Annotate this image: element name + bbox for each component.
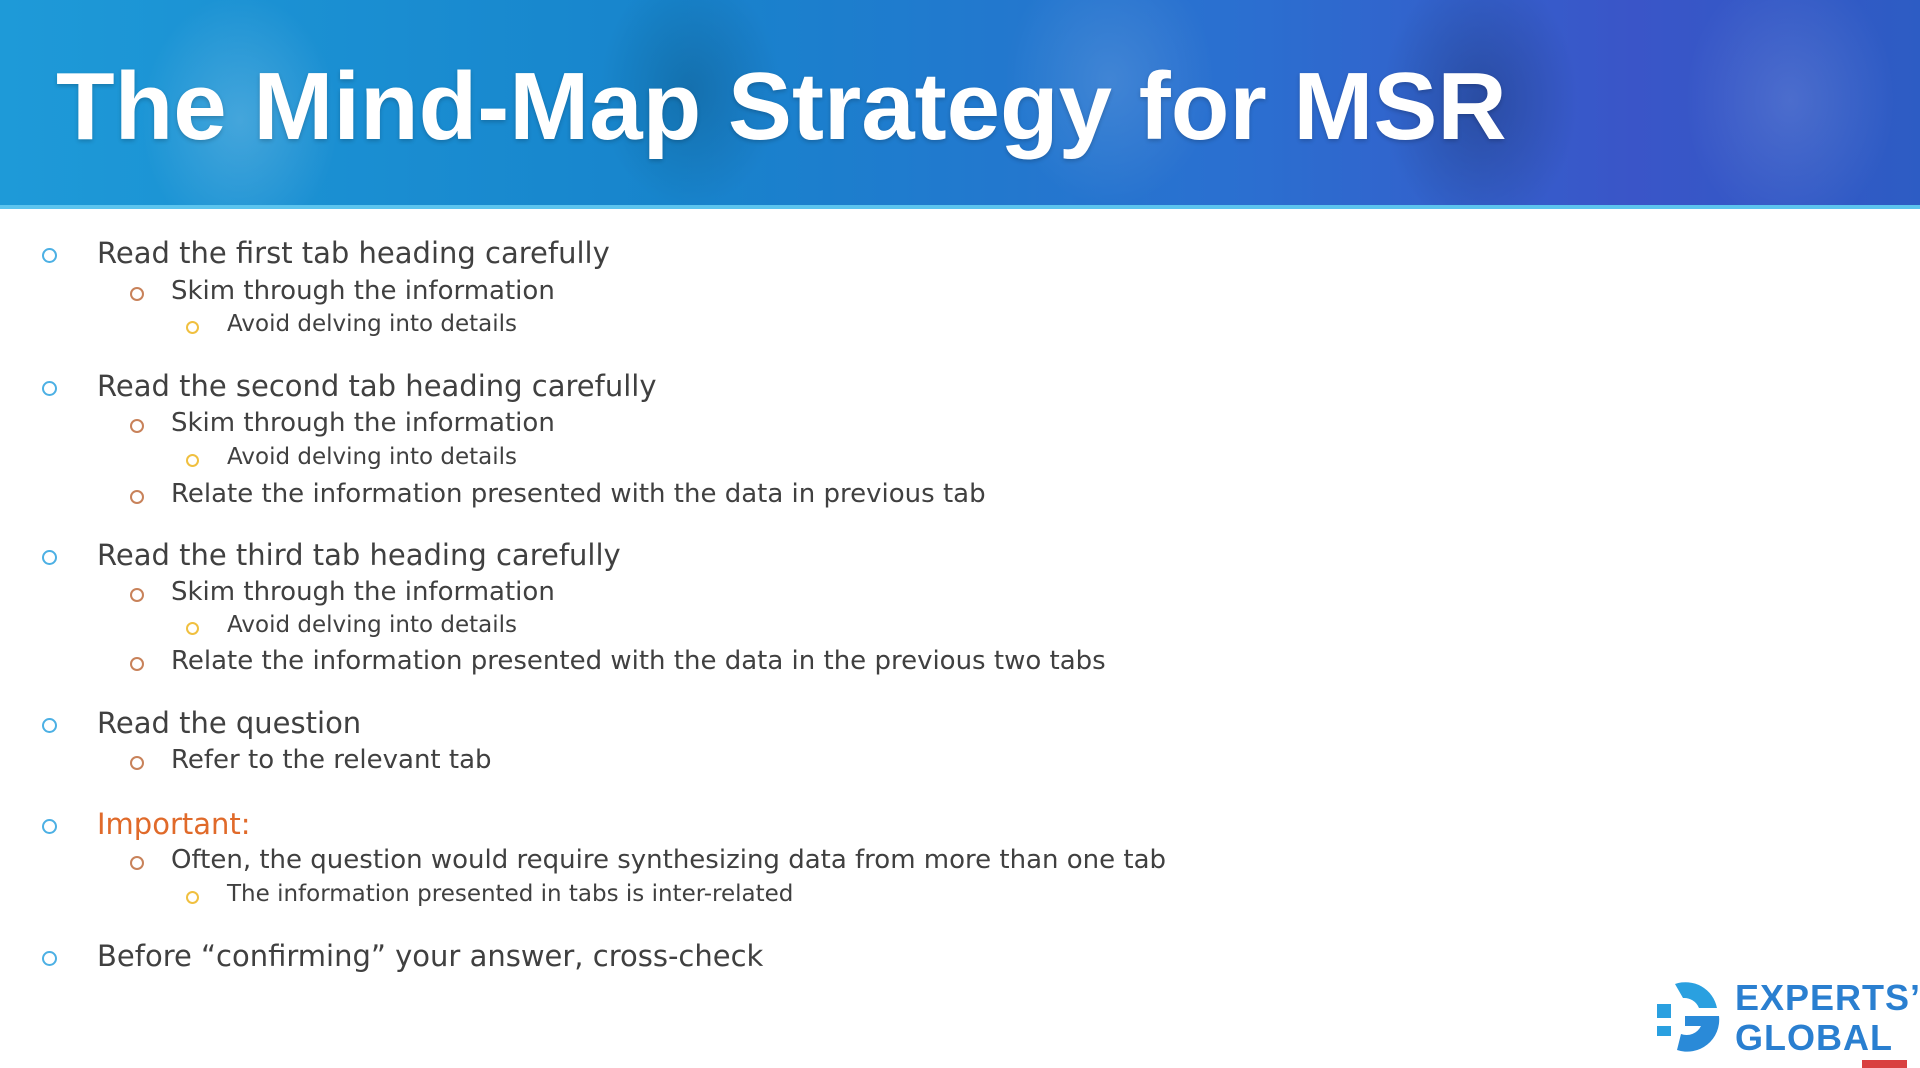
circle-bullet-icon [42,248,57,263]
bullet-text: Read the second tab heading carefully [97,369,657,403]
bullet-text: Read the first tab heading carefully [97,236,610,270]
bullet-text: Relate the information presented with th… [171,646,1106,676]
circle-bullet-icon [42,951,57,966]
bullet-item-level1: Read the second tab heading carefully [42,369,657,403]
bullet-text: Avoid delving into details [227,311,517,337]
bullet-text: Important: [97,807,251,841]
bullet-text: Refer to the relevant tab [171,745,492,775]
logo-line1: EXPERTS’ [1735,977,1920,1018]
bullet-text: Often, the question would require synthe… [171,845,1167,875]
logo-text: EXPERTS’ GLOBAL [1735,978,1920,1058]
circle-bullet-icon [130,657,144,671]
title-banner: The Mind-Map Strategy for MSR [0,0,1920,209]
bullet-item-level3: Avoid delving into details [186,444,517,470]
bullet-text: Read the question [97,706,362,740]
bullet-item-level2: Relate the information presented with th… [130,646,1106,676]
bullet-item-level3: Avoid delving into details [186,612,517,638]
bullet-item-level1: Read the first tab heading carefully [42,236,610,270]
bullet-item-level1: Read the third tab heading carefully [42,538,621,572]
bullet-text: Read the third tab heading carefully [97,538,621,572]
circle-bullet-icon [42,381,57,396]
circle-bullet-icon [130,756,144,770]
bullet-item-level2: Skim through the information [130,408,555,438]
bullet-text: Before “confirming” your answer, cross-c… [97,939,764,973]
bullet-item-level2: Skim through the information [130,276,555,306]
bullet-item-level2: Often, the question would require synthe… [130,845,1167,875]
circle-bullet-icon [130,490,144,504]
bullet-item-level3: Avoid delving into details [186,311,517,337]
experts-global-logo-icon [1657,982,1720,1052]
bullet-item-level1: Before “confirming” your answer, cross-c… [42,939,764,973]
bullet-item-level1: Important: [42,807,251,841]
circle-bullet-icon [130,588,144,602]
bullet-text: Relate the information presented with th… [171,479,986,509]
circle-bullet-icon [130,287,144,301]
circle-bullet-icon [42,718,57,733]
bullet-item-level2: Skim through the information [130,577,555,607]
circle-bullet-icon [186,454,199,467]
bullet-text: Skim through the information [171,577,555,607]
circle-bullet-icon [42,550,57,565]
bullet-item-level1: Read the question [42,706,362,740]
bullet-text: Skim through the information [171,408,555,438]
bullet-item-level2: Relate the information presented with th… [130,479,986,509]
progress-marker [1862,1060,1907,1068]
bullet-text: The information presented in tabs is int… [227,881,794,907]
bullet-text: Skim through the information [171,276,555,306]
bullet-item-level2: Refer to the relevant tab [130,745,492,775]
bullet-text: Avoid delving into details [227,612,517,638]
circle-bullet-icon [130,856,144,870]
circle-bullet-icon [186,891,199,904]
logo-line2: GLOBAL [1735,1017,1893,1058]
bullet-item-level3: The information presented in tabs is int… [186,881,794,907]
circle-bullet-icon [186,321,199,334]
bullet-text: Avoid delving into details [227,444,517,470]
circle-bullet-icon [130,419,144,433]
circle-bullet-icon [42,819,57,834]
slide-title: The Mind-Map Strategy for MSR [56,53,1507,160]
circle-bullet-icon [186,622,199,635]
